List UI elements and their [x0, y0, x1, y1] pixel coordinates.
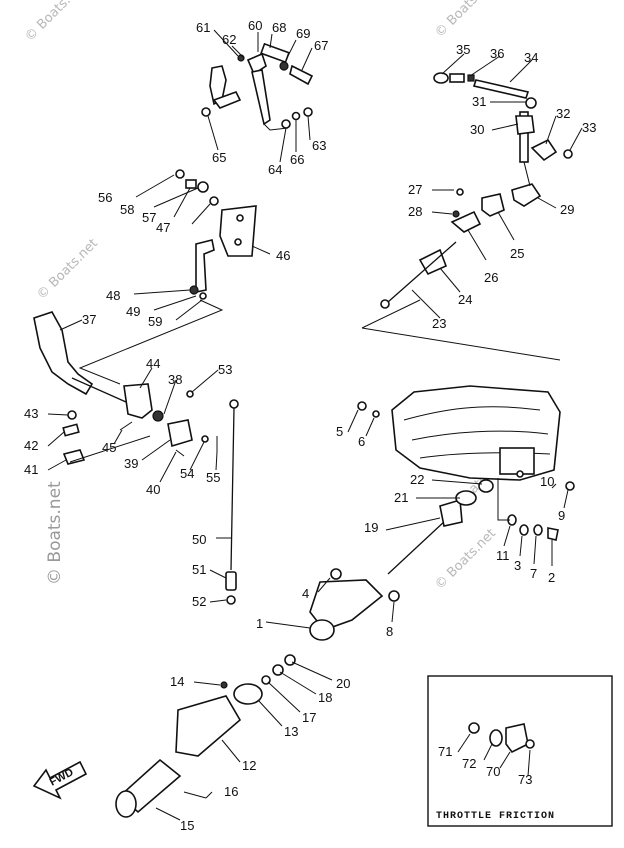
- callout-69: 69: [296, 26, 310, 41]
- callout-41: 41: [24, 462, 38, 477]
- callout-16: 16: [224, 784, 238, 799]
- shift-lever-assembly: [33, 311, 218, 465]
- callout-2: 2: [548, 570, 555, 585]
- callout-43: 43: [24, 406, 38, 421]
- callout-63: 63: [312, 138, 326, 153]
- callout-10: 10: [540, 474, 554, 489]
- assembly-lines: [69, 299, 561, 521]
- callout-57: 57: [142, 210, 156, 225]
- callout-26: 26: [484, 270, 498, 285]
- callout-67: 67: [314, 38, 328, 53]
- callout-56: 56: [98, 190, 112, 205]
- watermark-left-vertical: © Boats.net: [45, 481, 65, 585]
- callout-21: 21: [394, 490, 408, 505]
- callout-71: 71: [438, 744, 452, 759]
- throttle-rod: [225, 399, 239, 605]
- leader-lines: [47, 29, 583, 821]
- callout-52: 52: [192, 594, 206, 609]
- callout-36: 36: [490, 46, 504, 61]
- callout-62: 62: [222, 32, 236, 47]
- watermark-top-right: © Boats.net: [432, 0, 499, 41]
- callout-28: 28: [408, 204, 422, 219]
- callout-35: 35: [456, 42, 470, 57]
- callout-1: 1: [256, 616, 263, 631]
- callout-37: 37: [82, 312, 96, 327]
- callout-60: 60: [248, 18, 262, 33]
- callout-19: 19: [364, 520, 378, 535]
- callout-61: 61: [196, 20, 210, 35]
- callout-40: 40: [146, 482, 160, 497]
- callout-15: 15: [180, 818, 194, 833]
- callout-9: 9: [558, 508, 565, 523]
- watermark-mid-left: © Boats.net: [34, 236, 101, 303]
- callout-3: 3: [514, 558, 521, 573]
- callout-14: 14: [170, 674, 184, 689]
- callout-66: 66: [290, 152, 304, 167]
- bottom-cowling: [357, 385, 575, 541]
- inset-caption: THROTTLE FRICTION: [436, 811, 555, 822]
- callout-23: 23: [432, 316, 446, 331]
- callout-68: 68: [272, 20, 286, 35]
- callout-53: 53: [218, 362, 232, 377]
- steering-handle-assembly: [115, 479, 494, 818]
- callout-72: 72: [462, 756, 476, 771]
- watermark-top-left: © Boats.net: [22, 0, 89, 45]
- callout-58: 58: [120, 202, 134, 217]
- callout-6: 6: [358, 434, 365, 449]
- callout-44: 44: [146, 356, 160, 371]
- callout-11: 11: [496, 548, 510, 563]
- upper-lever-assembly: [175, 169, 257, 300]
- callout-38: 38: [168, 372, 182, 387]
- callout-27: 27: [408, 182, 422, 197]
- callout-45: 45: [102, 440, 116, 455]
- callout-33: 33: [582, 120, 596, 135]
- callout-25: 25: [510, 246, 524, 261]
- callout-39: 39: [124, 456, 138, 471]
- callout-50: 50: [192, 532, 206, 547]
- callout-5: 5: [336, 424, 343, 439]
- callout-70: 70: [486, 764, 500, 779]
- callout-73: 73: [518, 772, 532, 787]
- throttle-link-assembly: [201, 42, 314, 131]
- callout-29: 29: [560, 202, 574, 217]
- callout-7: 7: [530, 566, 537, 581]
- callout-4: 4: [302, 586, 309, 601]
- callout-59: 59: [148, 314, 162, 329]
- callout-55: 55: [206, 470, 220, 485]
- throttle-friction-inset: THROTTLE FRICTION: [427, 675, 613, 827]
- callout-18: 18: [318, 690, 332, 705]
- callout-32: 32: [556, 106, 570, 121]
- callout-51: 51: [192, 562, 206, 577]
- callout-8: 8: [386, 624, 393, 639]
- carb-link-assembly: [380, 72, 573, 309]
- callout-31: 31: [472, 94, 486, 109]
- callout-17: 17: [302, 710, 316, 725]
- fwd-arrow: FWD: [32, 760, 88, 800]
- callout-48: 48: [106, 288, 120, 303]
- callout-47: 47: [156, 220, 170, 235]
- callout-49: 49: [126, 304, 140, 319]
- callout-24: 24: [458, 292, 472, 307]
- callout-46: 46: [276, 248, 290, 263]
- callout-22: 22: [410, 472, 424, 487]
- callout-30: 30: [470, 122, 484, 137]
- callout-labels: 61 62 60 68 69 67 65 64 66 63 35 36 34 3…: [24, 18, 596, 833]
- callout-65: 65: [212, 150, 226, 165]
- callout-34: 34: [524, 50, 538, 65]
- callout-42: 42: [24, 438, 38, 453]
- callout-20: 20: [336, 676, 350, 691]
- watermark-mid-right: © Boats.net: [432, 526, 499, 593]
- callout-12: 12: [242, 758, 256, 773]
- callout-13: 13: [284, 724, 298, 739]
- callout-54: 54: [180, 466, 194, 481]
- callout-64: 64: [268, 162, 282, 177]
